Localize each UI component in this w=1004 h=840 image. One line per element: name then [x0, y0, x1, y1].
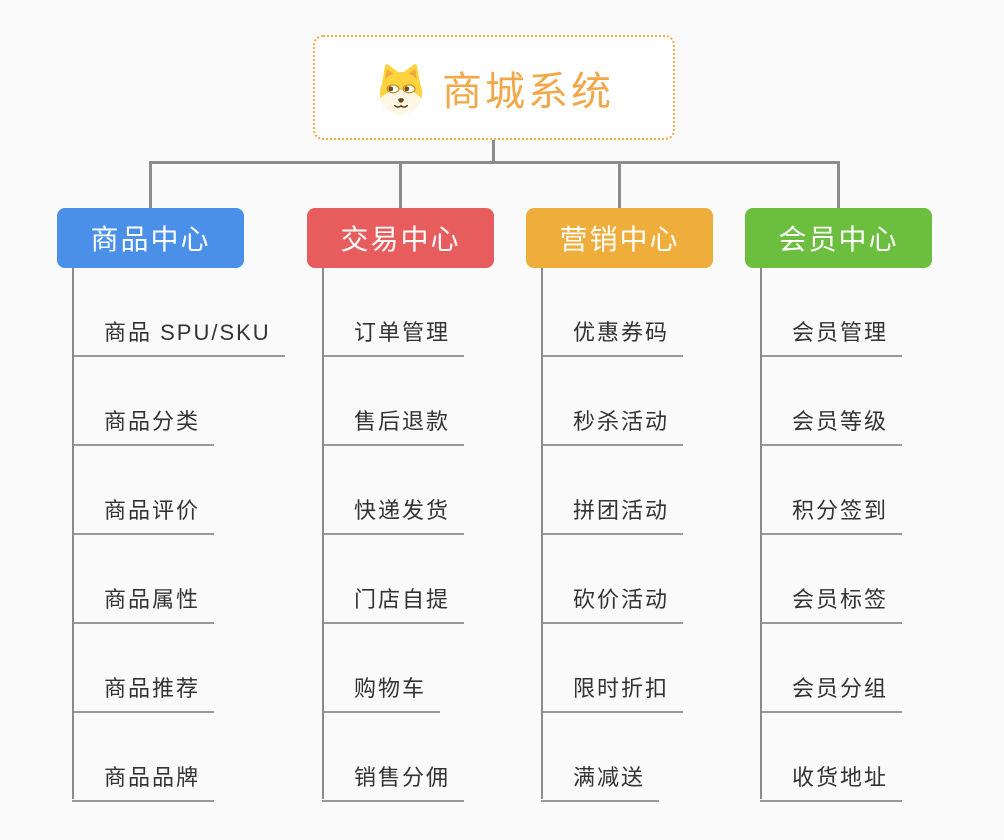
branch-node-member[interactable]: 会员中心	[745, 208, 932, 268]
leaf-label[interactable]: 会员等级	[760, 404, 903, 446]
branch-node-marketing[interactable]: 营销中心	[526, 208, 713, 268]
branch-node-product[interactable]: 商品中心	[57, 208, 244, 268]
trunk-line	[541, 268, 543, 799]
leaf-label[interactable]: 售后退款	[322, 404, 465, 446]
leaf-node: 商品评价	[72, 446, 285, 535]
connector-root-stem	[492, 140, 495, 163]
leaf-label[interactable]: 砍价活动	[541, 582, 684, 624]
leaf-label[interactable]: 限时折扣	[541, 671, 684, 713]
leaf-node: 会员管理	[760, 268, 903, 357]
leaf-node: 购物车	[322, 624, 464, 713]
leaf-node: 商品品牌	[72, 713, 285, 802]
leaf-label[interactable]: 优惠券码	[541, 315, 684, 357]
leaf-node: 积分签到	[760, 446, 903, 535]
trunk-line	[72, 268, 74, 799]
leaf-node: 拼团活动	[541, 446, 684, 535]
leaf-node: 会员等级	[760, 357, 903, 446]
leaf-node: 秒杀活动	[541, 357, 684, 446]
leaf-label[interactable]: 商品 SPU/SKU	[72, 315, 285, 357]
leaf-node: 优惠券码	[541, 268, 684, 357]
trunk-line	[322, 268, 324, 799]
leaf-label[interactable]: 销售分佣	[322, 760, 465, 802]
branch-column-marketing: 优惠券码 秒杀活动 拼团活动 砍价活动 限时折扣 满减送	[541, 268, 684, 802]
leaf-label[interactable]: 快递发货	[322, 493, 465, 535]
leaf-node: 砍价活动	[541, 535, 684, 624]
leaf-node: 订单管理	[322, 268, 465, 357]
leaf-label[interactable]: 会员管理	[760, 315, 903, 357]
leaf-label[interactable]: 商品分类	[72, 404, 215, 446]
connector-branch-1	[149, 163, 152, 209]
leaf-label[interactable]: 商品评价	[72, 493, 215, 535]
leaf-label[interactable]: 满减送	[541, 760, 660, 802]
leaf-label[interactable]: 商品品牌	[72, 760, 215, 802]
leaf-node: 限时折扣	[541, 624, 684, 713]
leaf-node: 门店自提	[322, 535, 465, 624]
leaf-label[interactable]: 收货地址	[760, 760, 903, 802]
leaf-label[interactable]: 购物车	[322, 671, 441, 713]
leaf-node: 销售分佣	[322, 713, 465, 802]
leaf-node: 售后退款	[322, 357, 465, 446]
branch-column-member: 会员管理 会员等级 积分签到 会员标签 会员分组 收货地址	[760, 268, 903, 802]
leaf-label[interactable]: 会员分组	[760, 671, 903, 713]
leaf-label[interactable]: 订单管理	[322, 315, 465, 357]
connector-horizontal	[149, 161, 840, 164]
trunk-line	[760, 268, 762, 799]
leaf-node: 会员标签	[760, 535, 903, 624]
leaf-label[interactable]: 商品属性	[72, 582, 215, 624]
leaf-label[interactable]: 商品推荐	[72, 671, 215, 713]
dog-icon	[379, 63, 423, 114]
leaf-node: 商品属性	[72, 535, 285, 624]
leaf-label[interactable]: 拼团活动	[541, 493, 684, 535]
branch-node-trade[interactable]: 交易中心	[307, 208, 494, 268]
branch-column-product: 商品 SPU/SKU 商品分类 商品评价 商品属性 商品推荐 商品品牌	[72, 268, 285, 802]
leaf-node: 商品推荐	[72, 624, 285, 713]
leaf-node: 商品分类	[72, 357, 285, 446]
leaf-label[interactable]: 秒杀活动	[541, 404, 684, 446]
leaf-node: 会员分组	[760, 624, 903, 713]
leaf-label[interactable]: 会员标签	[760, 582, 903, 624]
leaf-node: 快递发货	[322, 446, 465, 535]
leaf-label[interactable]: 积分签到	[760, 493, 903, 535]
connector-branch-4	[837, 163, 840, 209]
leaf-node: 收货地址	[760, 713, 903, 802]
root-node[interactable]: 商城系统	[313, 35, 675, 140]
connector-branch-3	[618, 163, 621, 209]
branch-column-trade: 订单管理 售后退款 快递发货 门店自提 购物车 销售分佣	[322, 268, 465, 802]
leaf-node: 商品 SPU/SKU	[72, 268, 285, 357]
leaf-label[interactable]: 门店自提	[322, 582, 465, 624]
root-title: 商城系统	[442, 69, 614, 114]
connector-branch-2	[399, 163, 402, 209]
leaf-node: 满减送	[541, 713, 683, 802]
